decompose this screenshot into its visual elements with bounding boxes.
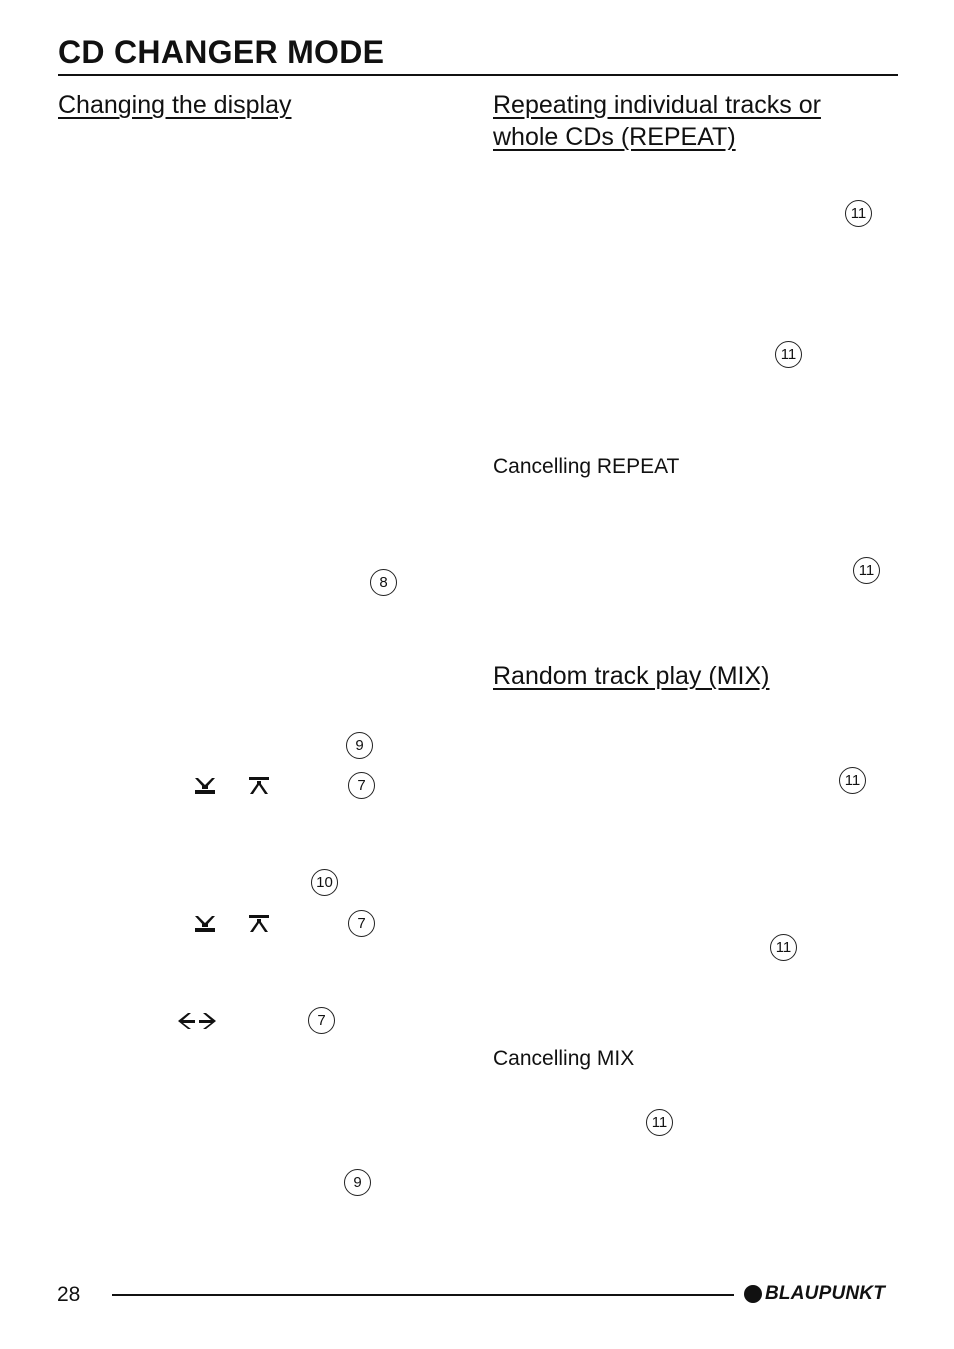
brand-name: BLAUPUNKT — [765, 1283, 886, 1304]
arrow-up-icon — [249, 915, 269, 932]
title-divider — [58, 74, 898, 76]
brand-dot-icon — [744, 1285, 762, 1303]
callout-7: 7 — [348, 772, 375, 799]
heading-mix: Random track play (MIX) — [493, 662, 770, 690]
callout-10: 10 — [311, 869, 338, 896]
callout-9: 9 — [344, 1169, 371, 1196]
callout-11: 11 — [646, 1109, 673, 1136]
callout-11: 11 — [770, 934, 797, 961]
callout-11: 11 — [839, 767, 866, 794]
page-title: CD CHANGER MODE — [58, 34, 385, 70]
arrow-down-icon — [195, 916, 215, 932]
subheading-cancel-mix: Cancelling MIX — [493, 1047, 635, 1070]
callout-11: 11 — [853, 557, 880, 584]
callout-7: 7 — [308, 1007, 335, 1034]
heading-repeat-line2: whole CDs (REPEAT) — [493, 123, 736, 151]
heading-repeat-line1: Repeating individual tracks or — [493, 91, 821, 119]
footer-divider — [112, 1294, 734, 1296]
arrow-left-right-icon — [178, 1013, 216, 1029]
callout-11: 11 — [775, 341, 802, 368]
page-number: 28 — [57, 1283, 81, 1306]
callout-8: 8 — [370, 569, 397, 596]
callout-11: 11 — [845, 200, 872, 227]
arrow-up-icon — [249, 777, 269, 794]
callout-7: 7 — [348, 910, 375, 937]
arrow-down-icon — [195, 778, 215, 794]
brand-logo: BLAUPUNKT — [744, 1282, 885, 1306]
callout-9: 9 — [346, 732, 373, 759]
subheading-cancel-repeat: Cancelling REPEAT — [493, 455, 680, 478]
heading-changing-display: Changing the display — [58, 91, 292, 119]
